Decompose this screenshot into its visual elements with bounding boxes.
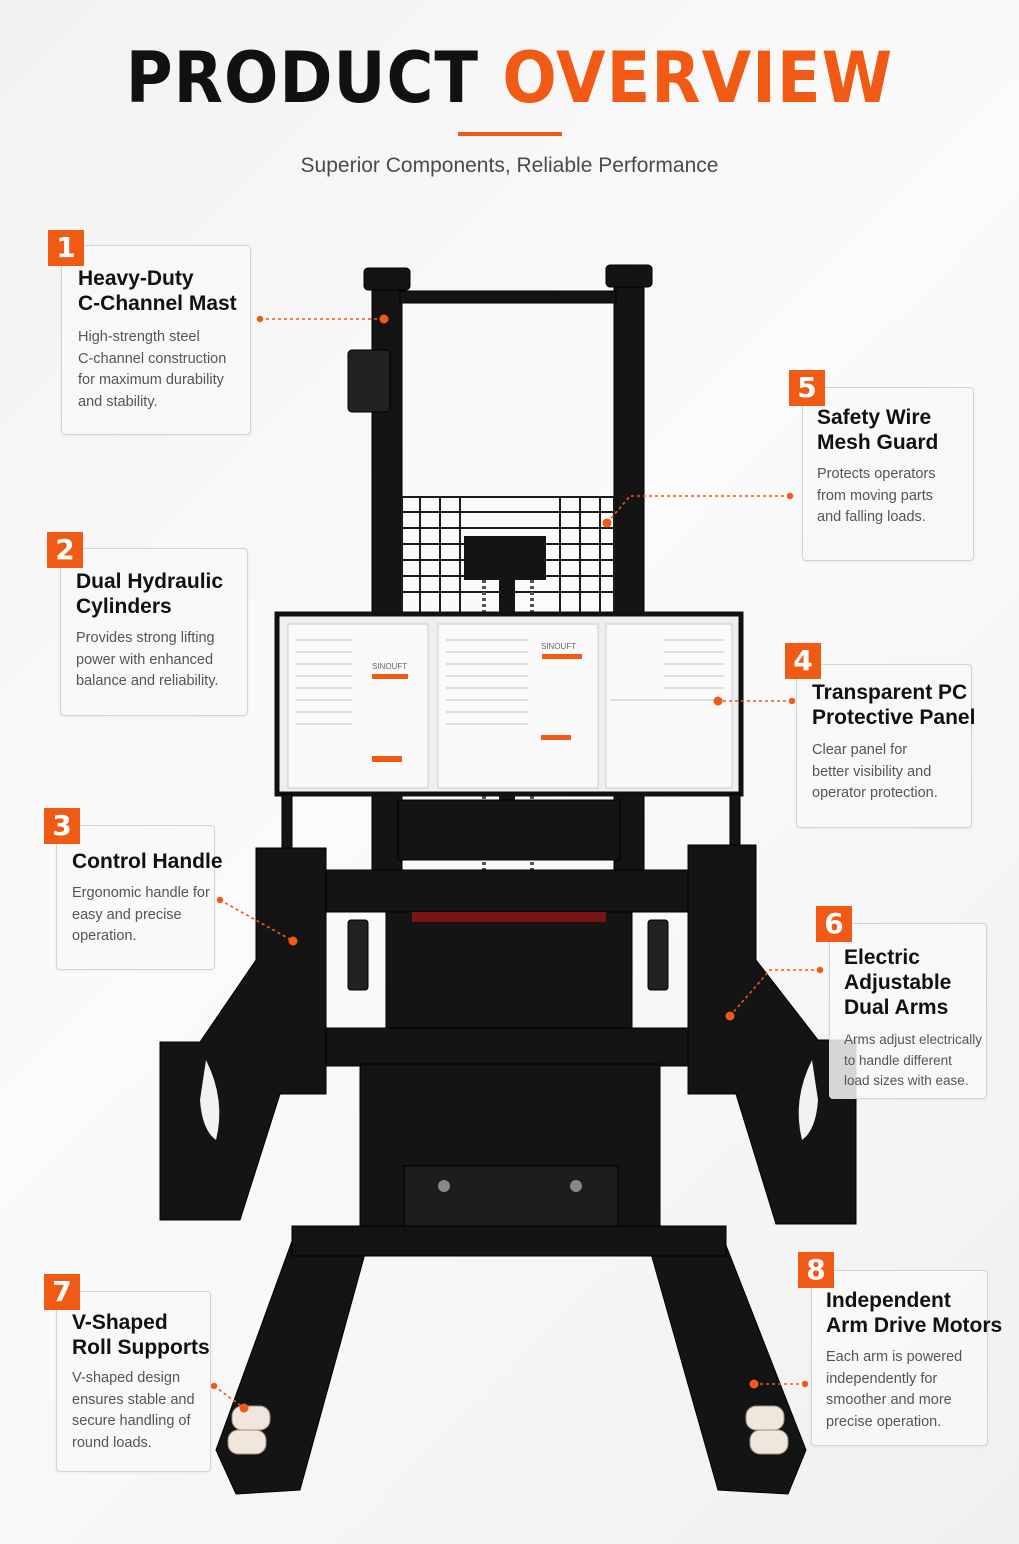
feature-desc-7: V-shaped design ensures stable and secur… xyxy=(72,1370,195,1451)
feature-badge-6: 6 xyxy=(816,906,852,942)
panel-brand-label-left: SINOUFT xyxy=(372,662,407,671)
feature-title-1: Heavy-Duty C-Channel Mast xyxy=(78,267,237,315)
feature-card-7 xyxy=(56,1291,211,1472)
page-subtitle: Superior Components, Reliable Performanc… xyxy=(300,154,719,177)
feature-desc-2: Provides strong lifting power with enhan… xyxy=(76,630,219,689)
feature-desc-5: Protects operators from moving parts and… xyxy=(817,466,936,525)
feature-title-3: Control Handle xyxy=(72,850,223,873)
title-underline xyxy=(458,132,562,136)
feature-desc-3: Ergonomic handle for easy and precise op… xyxy=(72,885,210,944)
feature-badge-8: 8 xyxy=(798,1252,834,1288)
feature-desc-4: Clear panel for better visibility and op… xyxy=(812,742,938,801)
feature-title-4: Transparent PC Protective Panel xyxy=(812,681,976,729)
feature-desc-6: Arms adjust electrically to handle diffe… xyxy=(844,1032,983,1088)
feature-title-5: Safety Wire Mesh Guard xyxy=(817,406,939,454)
feature-badge-5: 5 xyxy=(789,370,825,406)
feature-badge-2: 2 xyxy=(47,532,83,568)
feature-title-6: Electric Adjustable Dual Arms xyxy=(844,946,952,1019)
title-word-overview: OVERVIEW xyxy=(502,38,894,120)
feature-card-5 xyxy=(802,387,974,561)
feature-card-6 xyxy=(829,923,987,1099)
feature-card-4 xyxy=(796,664,972,828)
feature-card-8 xyxy=(811,1270,988,1446)
feature-card-1 xyxy=(61,245,251,435)
feature-badge-4: 4 xyxy=(785,643,821,679)
page-title: PRODUCT OVERVIEW xyxy=(0,38,1019,119)
feature-badge-7: 7 xyxy=(44,1274,80,1310)
feature-badge-3: 3 xyxy=(44,808,80,844)
feature-badge-1: 1 xyxy=(48,230,84,266)
feature-title-7: V-Shaped Roll Supports xyxy=(72,1311,210,1359)
feature-desc-1: High-strength steel C-channel constructi… xyxy=(78,329,227,410)
feature-title-2: Dual Hydraulic Cylinders xyxy=(76,570,224,618)
panel-brand-label-center: SINOUFT xyxy=(541,642,576,651)
feature-desc-8: Each arm is powered independently for sm… xyxy=(826,1349,963,1430)
feature-card-3 xyxy=(56,825,215,970)
title-word-product: PRODUCT xyxy=(125,38,480,120)
feature-card-2 xyxy=(60,548,248,716)
feature-title-8: Independent Arm Drive Motors xyxy=(826,1289,1003,1337)
